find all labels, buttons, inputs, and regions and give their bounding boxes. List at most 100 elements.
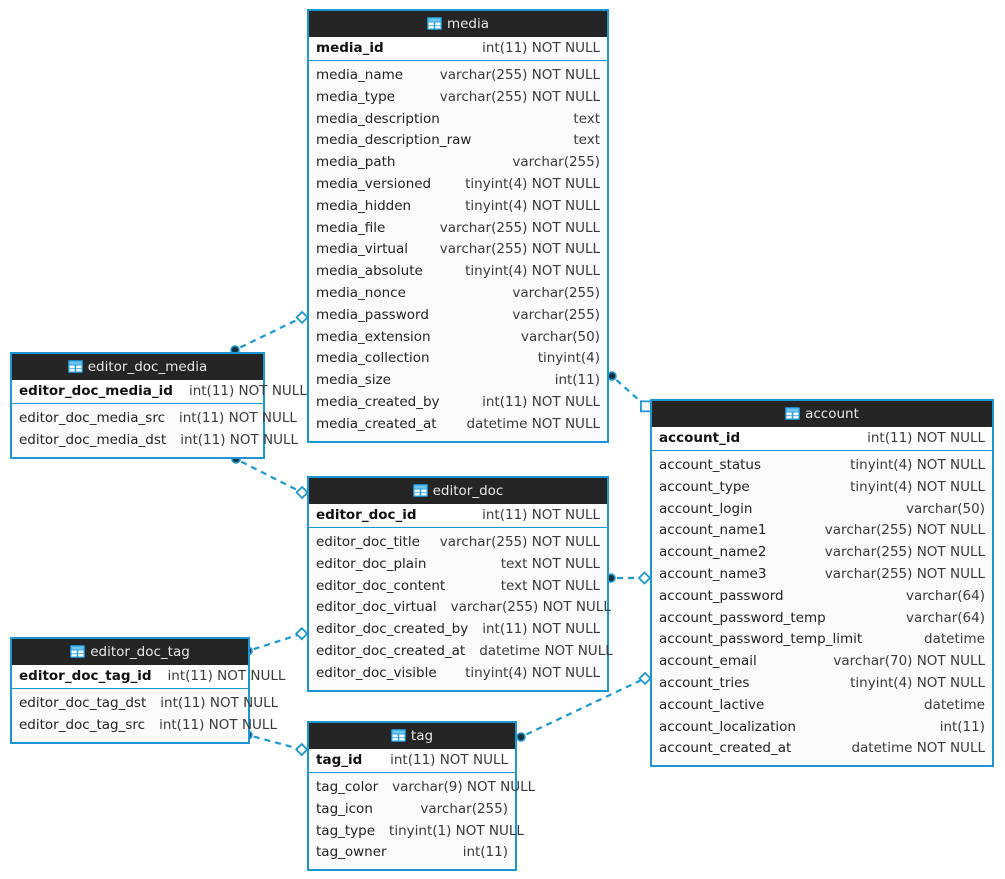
column-type: int(11) (462, 844, 508, 861)
entity-header-account[interactable]: account (652, 401, 992, 427)
column-type: tinyint(4) NOT NULL (465, 197, 600, 214)
column-type: varchar(255) NOT NULL (450, 599, 611, 616)
primary-key-row[interactable]: editor_doc_media_id int(11) NOT NULL (12, 380, 307, 404)
column-type: varchar(50) (520, 328, 600, 345)
entity-header-editor-doc[interactable]: editor_doc (309, 478, 607, 504)
column-type: int(11) NOT NULL (179, 410, 297, 426)
entity-editor-doc-tag[interactable]: editor_doc_tag editor_doc_tag_id int(11)… (10, 637, 285, 744)
primary-key-row[interactable]: media_id int(11) NOT NULL (309, 37, 607, 61)
column-name: editor_doc_content (316, 577, 446, 594)
column-row[interactable]: media_versioned tinyint(4) NOT NULL (316, 174, 600, 196)
column-name: tag_color (316, 779, 379, 795)
column-name: media_created_at (316, 415, 437, 432)
column-type: varchar(64) (905, 587, 985, 604)
table-grid-icon (67, 356, 83, 382)
entity-editor-doc[interactable]: editor_doc editor_doc_id int(11) NOT NUL… (307, 476, 613, 692)
table-grid-icon (785, 403, 801, 429)
column-name: media_versioned (316, 175, 432, 192)
relationship-endpoint-diamond (294, 626, 309, 641)
column-type: varchar(70) NOT NULL (833, 653, 985, 670)
entity-editor-doc-media[interactable]: editor_doc_media editor_doc_media_id int… (10, 352, 307, 459)
column-name: account_tries (659, 674, 750, 691)
column-name: account_localization (659, 718, 796, 735)
relationship-endpoint-diamond (294, 742, 309, 757)
primary-key-row[interactable]: editor_doc_id int(11) NOT NULL (309, 504, 607, 528)
column-name: media_name (316, 67, 404, 83)
column-type: tinyint(4) NOT NULL (850, 457, 985, 473)
column-type: varchar(255) (512, 306, 600, 323)
column-name: media_type (316, 88, 395, 105)
column-type: int(11) NOT NULL (482, 621, 601, 638)
entity-media[interactable]: media media_id int(11) NOT NULL media_na… (307, 9, 609, 443)
entity-header-editor-doc-media[interactable]: editor_doc_media (12, 354, 263, 380)
entity-header-editor-doc-tag[interactable]: editor_doc_tag (12, 639, 248, 665)
column-type: varchar(255) NOT NULL (824, 544, 985, 561)
column-name: media_file (316, 219, 386, 236)
relationship-line (253, 735, 299, 750)
primary-key-row[interactable]: editor_doc_tag_id int(11) NOT NULL (12, 665, 285, 689)
entity-header-tag[interactable]: tag (309, 723, 515, 749)
column-name: account_type (659, 478, 750, 495)
column-name: media_collection (316, 350, 430, 367)
column-name: account_password_temp (659, 609, 826, 626)
relationship-editor_doc_tag-to-editor_doc (243, 626, 309, 656)
table-grid-icon (426, 13, 442, 39)
column-type: text (573, 132, 600, 149)
column-name: editor_doc_title (316, 534, 420, 550)
primary-key-row[interactable]: tag_id int(11) NOT NULL (309, 749, 515, 773)
primary-key-row[interactable]: account_id int(11) NOT NULL (652, 427, 992, 451)
column-type: tinyint(4) NOT NULL (465, 175, 600, 192)
entity-title: editor_doc_tag (90, 644, 190, 660)
entity-account[interactable]: account account_id int(11) NOT NULL acco… (650, 399, 994, 768)
column-type: varchar(255) NOT NULL (824, 522, 985, 539)
entity-header-media[interactable]: media (309, 11, 607, 37)
